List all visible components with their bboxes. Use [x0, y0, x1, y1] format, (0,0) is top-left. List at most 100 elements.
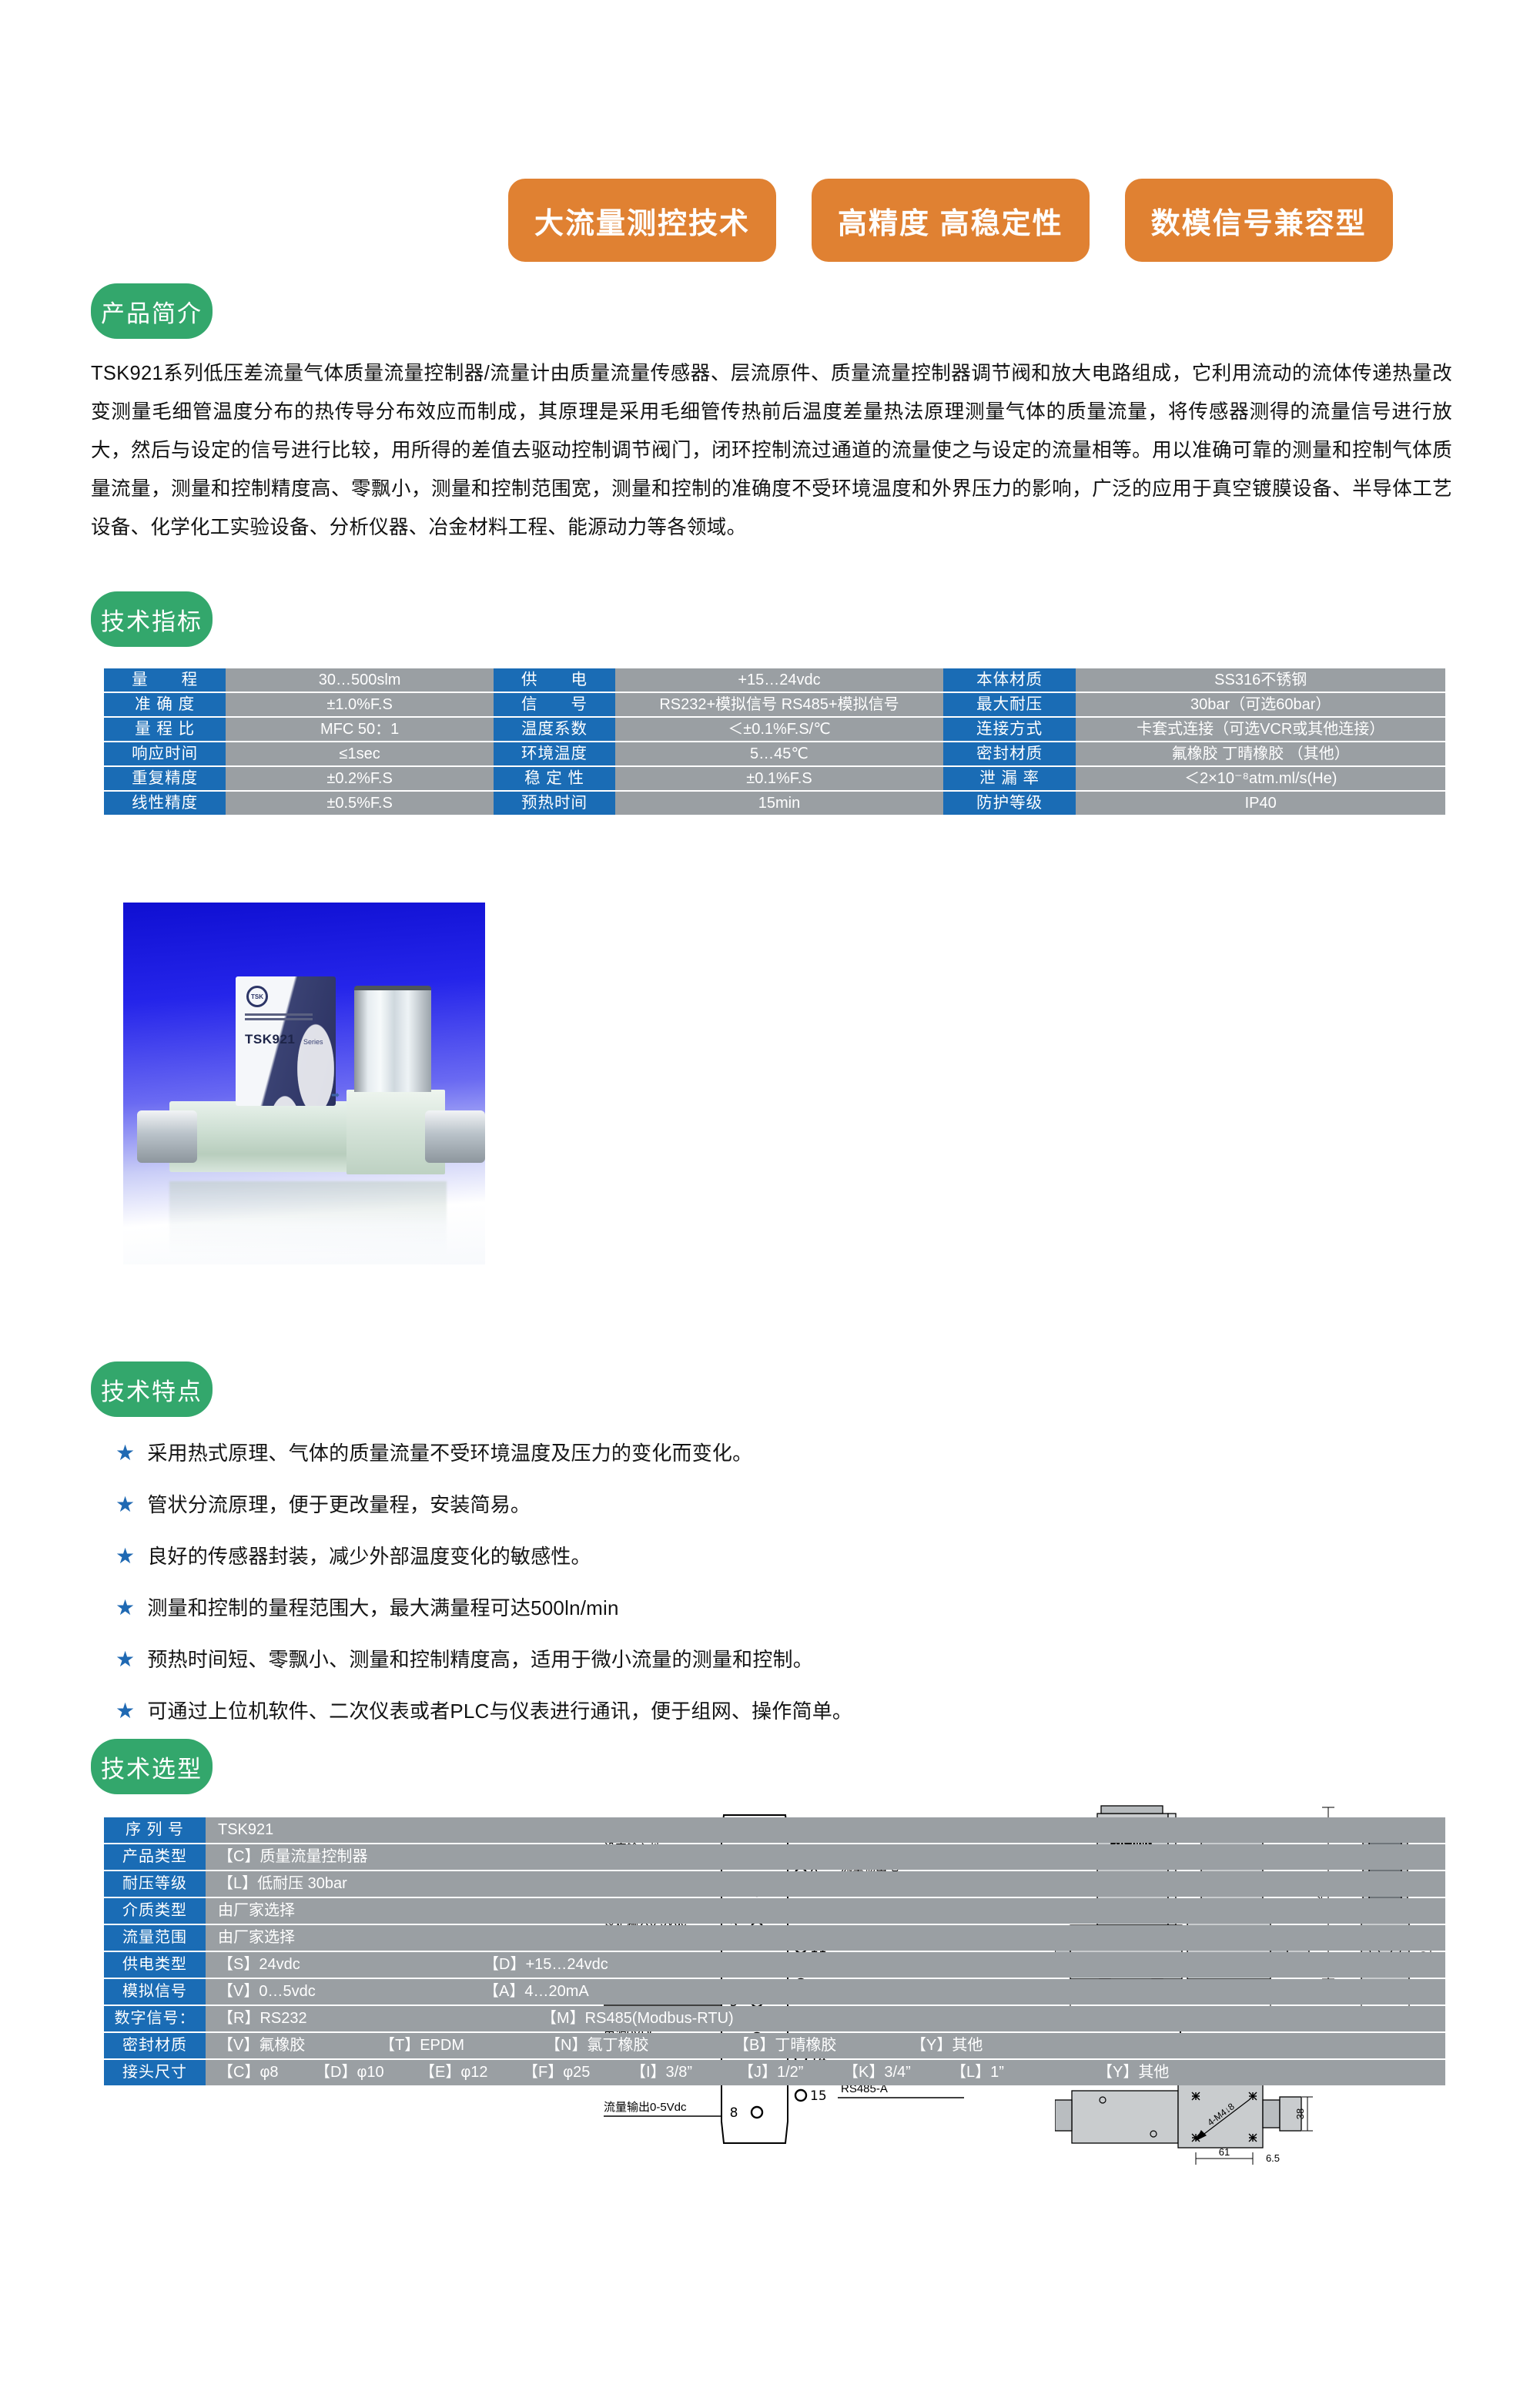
- device-series-label: Series: [303, 1038, 323, 1046]
- selection-label: 供电类型: [104, 1952, 206, 1978]
- selection-option: 【N】氯丁橡胶: [545, 2037, 649, 2054]
- table-row: 模拟信号【V】0…5vdc【A】4…20mA: [104, 1979, 1445, 2005]
- selection-options: 【R】RS232【M】RS485(Modbus-RTU): [206, 2006, 1445, 2031]
- selection-option: 【F】φ25: [523, 2064, 591, 2081]
- spec-label: 量 程: [104, 668, 226, 692]
- spec-value: 30bar（可选60bar）: [1076, 693, 1445, 716]
- selection-options: 【C】φ8 【D】φ10 【E】φ12 【F】φ25 【I】3/8” 【J】1/2” 【K】…: [206, 2060, 1445, 2085]
- spec-value: 30…500slm: [226, 668, 494, 692]
- selection-option: 【S】24vdc: [218, 1956, 300, 1973]
- star-icon: ★: [116, 1441, 136, 1465]
- product-photo: TSK921 Series ➡: [123, 903, 485, 1264]
- photo-reflection: [169, 1181, 447, 1255]
- feature-text: 良好的传感器封装，减少外部温度变化的敏感性。: [147, 1545, 591, 1568]
- feature-list: ★ 采用热式原理、气体的质量流量不受环境温度及压力的变化而变化。 ★ 管状分流原…: [116, 1436, 1348, 1746]
- selection-label: 流量范围: [104, 1925, 206, 1951]
- feature-text: 测量和控制的量程范围大，最大满量程可达500ln/min: [147, 1596, 619, 1619]
- selection-label: 数字信号：: [104, 2006, 206, 2031]
- dim-38: 38: [1294, 2108, 1306, 2119]
- device-model-label: TSK921: [245, 1032, 296, 1047]
- spec-value: MFC 50：1: [226, 718, 494, 741]
- selection-option: 【B】丁晴橡胶: [734, 2037, 837, 2054]
- table-row: 耐压等级【L】低耐压 30bar: [104, 1871, 1445, 1897]
- dim-65: 6.5: [1266, 2152, 1280, 2164]
- table-row: 接头尺寸【C】φ8 【D】φ10 【E】φ12 【F】φ25 【I】3/8” 【J】1/2…: [104, 2060, 1445, 2085]
- selection-label: 接头尺寸: [104, 2060, 206, 2085]
- device-fine-print: [245, 1013, 313, 1021]
- table-row: 响应时间 ≤1sec 环境温度 5…45℃ 密封材质 氟橡胶 丁晴橡胶 （其他）: [104, 742, 1445, 765]
- selection-option: 【Y】其他: [1097, 2064, 1170, 2081]
- section-title-intro: 产品简介: [91, 283, 213, 339]
- svg-text:8: 8: [730, 2105, 738, 2121]
- svg-text:15: 15: [810, 2088, 827, 2104]
- selection-option: 【C】φ8: [218, 2064, 279, 2081]
- selection-options: 【C】质量流量控制器: [206, 1844, 1445, 1870]
- section-title-selection: 技术选型: [91, 1739, 213, 1794]
- selection-option: 【V】氟橡胶: [218, 2037, 306, 2054]
- spec-label: 防护等级: [942, 792, 1076, 815]
- spec-value: 5…45℃: [615, 742, 943, 765]
- badge-2: 数模信号兼容型: [1124, 179, 1393, 262]
- spec-label: 环境温度: [493, 742, 616, 765]
- spec-value: IP40: [1076, 792, 1445, 815]
- selection-options: 【S】24vdc【D】+15…24vdc: [206, 1952, 1445, 1978]
- list-item: ★ 可通过上位机软件、二次仪表或者PLC与仪表进行通讯，便于组网、操作简单。: [116, 1694, 1348, 1728]
- selection-label: 产品类型: [104, 1844, 206, 1870]
- feature-text: 可通过上位机软件、二次仪表或者PLC与仪表进行通讯，便于组网、操作简单。: [147, 1700, 853, 1723]
- media-band: TSK921 Series ➡ 12 34 56 78: [0, 893, 1540, 2165]
- selection-option: 【T】EPDM: [380, 2037, 464, 2054]
- table-row: 数字信号：【R】RS232【M】RS485(Modbus-RTU): [104, 2006, 1445, 2031]
- selection-options: 【V】氟橡胶 【T】EPDM 【N】氯丁橡胶 【B】丁晴橡胶 【Y】其他: [206, 2033, 1445, 2058]
- spec-label: 量 程 比: [104, 718, 226, 741]
- list-item: ★ 良好的传感器封装，减少外部温度变化的敏感性。: [116, 1539, 1348, 1573]
- spec-label: 预热时间: [493, 792, 616, 815]
- selection-label: 密封材质: [104, 2033, 206, 2058]
- spec-value: RS232+模拟信号 RS485+模拟信号: [615, 693, 943, 716]
- list-item: ★ 采用热式原理、气体的质量流量不受环境温度及压力的变化而变化。: [116, 1436, 1348, 1470]
- list-item: ★ 管状分流原理，便于更改量程，安装简易。: [116, 1488, 1348, 1522]
- selection-option: 【L】低耐压 30bar: [218, 1875, 347, 1892]
- badge-0: 大流量测控技术: [508, 179, 777, 262]
- star-icon: ★: [116, 1647, 136, 1671]
- intro-text: TSK921系列低压差流量气体质量流量控制器/流量计由质量流量传感器、层流原件、…: [91, 363, 1452, 538]
- selection-label: 模拟信号: [104, 1979, 206, 2005]
- selection-option: 【D】φ10: [315, 2064, 384, 2081]
- selection-label: 介质类型: [104, 1898, 206, 1924]
- table-row: 供电类型【S】24vdc【D】+15…24vdc: [104, 1952, 1445, 1978]
- spec-label: 重复精度: [104, 767, 226, 790]
- spec-value: +15…24vdc: [615, 668, 943, 692]
- table-row: 介质类型由厂家选择: [104, 1898, 1445, 1924]
- selection-option: 【E】φ12: [420, 2064, 488, 2081]
- spec-label: 信 号: [493, 693, 616, 716]
- selection-option: TSK921: [218, 1821, 274, 1838]
- table-row: 线性精度 ±0.5%F.S 预热时间 15min 防护等级 IP40: [104, 792, 1445, 815]
- spec-label: 密封材质: [942, 742, 1076, 765]
- list-item: ★ 测量和控制的量程范围大，最大满量程可达500ln/min: [116, 1591, 1348, 1625]
- selection-option: 【I】3/8”: [631, 2064, 693, 2081]
- selection-option: 【Y】其他: [911, 2037, 983, 2054]
- selection-option: 【C】质量流量控制器: [218, 1848, 368, 1865]
- list-item: ★ 预热时间短、零飘小、测量和控制精度高，适用于微小流量的测量和控制。: [116, 1643, 1348, 1676]
- selection-option: 【M】RS485(Modbus-RTU): [541, 2010, 734, 2027]
- section-title-specs: 技术指标: [91, 591, 213, 647]
- selection-label: 耐压等级: [104, 1871, 206, 1897]
- selection-option: 【A】4…20mA: [484, 1983, 589, 2000]
- table-row: 量 程 比 MFC 50：1 温度系数 ＜±0.1%F.S/℃ 连接方式 卡套式…: [104, 718, 1445, 741]
- selection-options: TSK921: [206, 1817, 1445, 1843]
- selection-options: 【L】低耐压 30bar: [206, 1871, 1445, 1897]
- selection-option: 【K】3/4”: [843, 2064, 911, 2081]
- selection-option: 【J】1/2”: [738, 2064, 804, 2081]
- spec-table: 量 程 30…500slm 供 电 +15…24vdc 本体材质 SS316不锈…: [104, 667, 1445, 816]
- selection-option: 由厂家选择: [218, 1929, 295, 1946]
- spec-value: ±0.2%F.S: [226, 767, 494, 790]
- section-title-features: 技术特点: [91, 1361, 213, 1417]
- selection-option: 由厂家选择: [218, 1902, 295, 1919]
- selection-option: 【L】1”: [951, 2064, 1004, 2081]
- spec-value: ≤1sec: [226, 742, 494, 765]
- spec-label: 温度系数: [493, 718, 616, 741]
- intro-paragraph: TSK921系列低压差流量气体质量流量控制器/流量计由质量流量传感器、层流原件、…: [91, 354, 1452, 547]
- selection-options: 由厂家选择: [206, 1898, 1445, 1924]
